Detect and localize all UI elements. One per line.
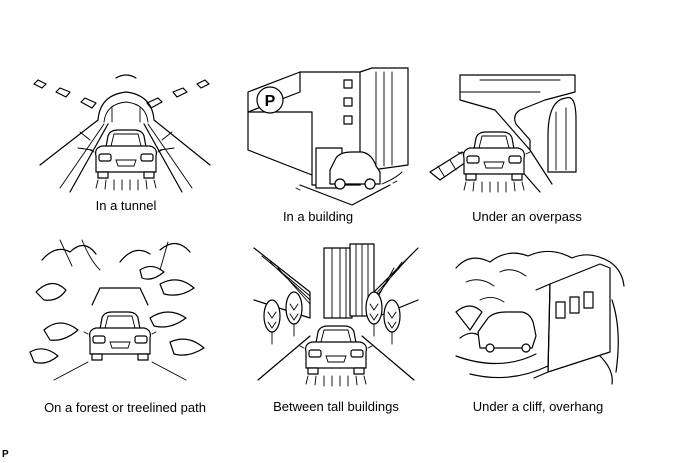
parking-sign-icon xyxy=(256,86,284,114)
forest-illustration xyxy=(29,239,205,381)
tall-buildings-illustration xyxy=(253,243,419,387)
parking-sign-letter: P xyxy=(265,93,276,110)
footer-mark: P xyxy=(2,449,9,460)
caption-building: In a building xyxy=(282,209,354,224)
building-illustration: P xyxy=(247,67,409,206)
caption-tunnel: In a tunnel xyxy=(95,198,157,213)
cliff-illustration xyxy=(455,250,625,385)
caption-tall-buildings: Between tall buildings xyxy=(273,399,399,414)
caption-cliff: Under a cliff, overhang xyxy=(472,399,604,414)
caption-overpass: Under an overpass xyxy=(472,209,582,224)
tunnel-illustration xyxy=(33,74,211,193)
overpass-illustration xyxy=(429,74,577,193)
caption-forest: On a forest or treelined path xyxy=(44,400,206,415)
